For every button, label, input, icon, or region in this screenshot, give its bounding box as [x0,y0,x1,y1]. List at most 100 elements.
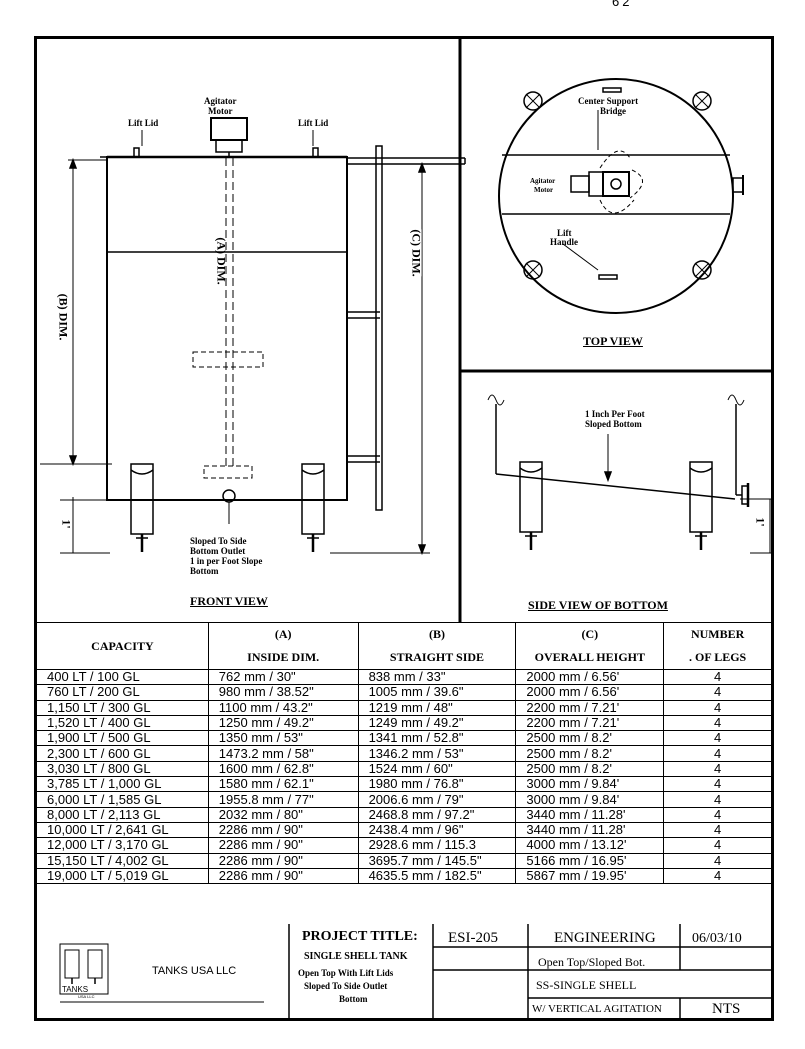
dim-b-label: (B) DIM. [56,293,71,341]
legs-cell: 4 [663,837,772,854]
description-1: Open Top/Sloped Bot. [538,955,646,969]
legs-cell: 4 [663,868,772,885]
capacity-cell: 3,030 LT / 800 GL [36,761,209,778]
one-foot-label: 1' [59,519,74,529]
dim-c-label: (C) DIM. [409,229,424,277]
drawing-date: 06/03/10 [692,931,742,946]
straight-side-cell: 2468.8 mm / 97.2" [357,807,517,823]
title-block-lines [59,924,772,1021]
straight-side-cell: 4635.5 mm / 182.5" [357,868,517,885]
lift-lid-right-label: Lift Lid [298,118,329,128]
legs-cell: 4 [663,807,772,823]
overall-height-cell: 2200 mm / 7.21' [515,700,665,716]
capacity-cell: 6,000 LT / 1,585 GL [36,791,209,808]
description-3: W/ VERTICAL AGITATION [532,1003,662,1015]
header-c-bottom: OVERALL HEIGHT [515,646,665,670]
legs-cell: 4 [663,776,772,793]
capacity-cell: 10,000 LT / 2,641 GL [36,822,209,839]
spec-table: CAPACITY (A) (B) (C) NUMBER INSIDE DIM. … [36,622,772,885]
inside-dim-cell: 2286 mm / 90" [207,837,359,854]
overall-height-cell: 3440 mm / 11.28' [515,822,665,839]
straight-side-cell: 1341 mm / 52.8" [357,730,517,747]
overall-height-cell: 2500 mm / 8.2' [515,730,665,747]
overall-height-cell: 5867 mm / 19.95' [515,868,665,885]
drawing-frame [34,36,774,1021]
inside-dim-cell: 2286 mm / 90" [207,868,359,885]
capacity-cell: 3,785 LT / 1,000 GL [36,776,209,793]
outlet-note-3: 1 in per Foot Slope [190,556,263,566]
logo-text: TANKS [62,985,89,994]
overall-height-cell: 2000 mm / 6.56' [515,684,665,701]
straight-side-cell: 1005 mm / 39.6" [357,684,517,701]
side-view-title: SIDE VIEW OF BOTTOM [528,598,668,612]
project-line-3: Sloped To Side Outlet [304,981,388,991]
header-legs-top: NUMBER [663,622,772,646]
front-view-title: FRONT VIEW [190,594,268,608]
header-a-bottom: INSIDE DIM. [207,646,359,670]
legs-cell: 4 [663,669,772,686]
straight-side-cell: 1346.2 mm / 53" [357,745,517,762]
department: ENGINEERING [554,930,656,946]
inside-dim-cell: 2032 mm / 80" [207,807,359,823]
inside-dim-cell: 2286 mm / 90" [207,822,359,839]
overall-height-cell: 3440 mm / 11.28' [515,807,665,823]
lift-lid-left-label: Lift Lid [128,118,159,128]
capacity-cell: 2,300 LT / 600 GL [36,745,209,762]
company-name: TANKS USA LLC [152,965,237,977]
header-capacity: CAPACITY [36,622,209,670]
capacity-cell: 760 LT / 200 GL [36,684,209,701]
header-legs-bottom: . OF LEGS [663,646,772,670]
project-line-2: Open Top With Lift Lids [298,968,394,978]
scale: NTS [712,1001,741,1017]
inside-dim-cell: 1580 mm / 62.1" [207,776,359,793]
legs-cell: 4 [663,822,772,839]
capacity-cell: 1,520 LT / 400 GL [36,715,209,732]
legs-cell: 4 [663,791,772,808]
inside-dim-cell: 762 mm / 30" [207,669,359,686]
overall-height-cell: 4000 mm / 13.12' [515,837,665,854]
outlet-note-2: Bottom Outlet [190,546,246,556]
capacity-cell: 1,900 LT / 500 GL [36,730,209,747]
top-view-title: TOP VIEW [583,334,643,348]
inside-dim-cell: 1100 mm / 43.2" [207,700,359,716]
project-line-1: SINGLE SHELL TANK [304,951,408,962]
capacity-cell: 400 LT / 100 GL [36,669,209,686]
inside-dim-cell: 2286 mm / 90" [207,853,359,869]
slope-note-1: 1 Inch Per Foot [585,409,645,419]
inside-dim-cell: 1600 mm / 62.8" [207,761,359,778]
header-b-top: (B) [357,622,517,646]
legs-cell: 4 [663,730,772,747]
overall-height-cell: 2500 mm / 8.2' [515,761,665,778]
legs-cell: 4 [663,684,772,701]
straight-side-cell: 1249 mm / 49.2" [357,715,517,732]
inside-dim-cell: 1955.8 mm / 77" [207,791,359,808]
logo-sub: USA LLC [78,994,95,999]
agitator-label-2: Motor [534,186,554,194]
capacity-cell: 19,000 LT / 5,019 GL [36,868,209,885]
dim-a-label: (A) DIM. [214,237,229,285]
straight-side-cell: 1980 mm / 76.8" [357,776,517,793]
capacity-cell: 15,150 LT / 4,002 GL [36,853,209,869]
side-one-foot-label: 1' [753,517,768,527]
drawing-number: ESI-205 [448,930,498,946]
inside-dim-cell: 1350 mm / 53" [207,730,359,747]
overall-height-cell: 2000 mm / 6.56' [515,669,665,686]
overall-height-cell: 3000 mm / 9.84' [515,791,665,808]
straight-side-cell: 838 mm / 33" [357,669,517,686]
agitator-label-1: Agitator [530,177,556,185]
straight-side-cell: 2006.6 mm / 79" [357,791,517,808]
overall-height-cell: 5166 mm / 16.95' [515,853,665,869]
capacity-cell: 8,000 LT / 2,113 GL [36,807,209,823]
corner-mark: 62 [612,0,633,9]
